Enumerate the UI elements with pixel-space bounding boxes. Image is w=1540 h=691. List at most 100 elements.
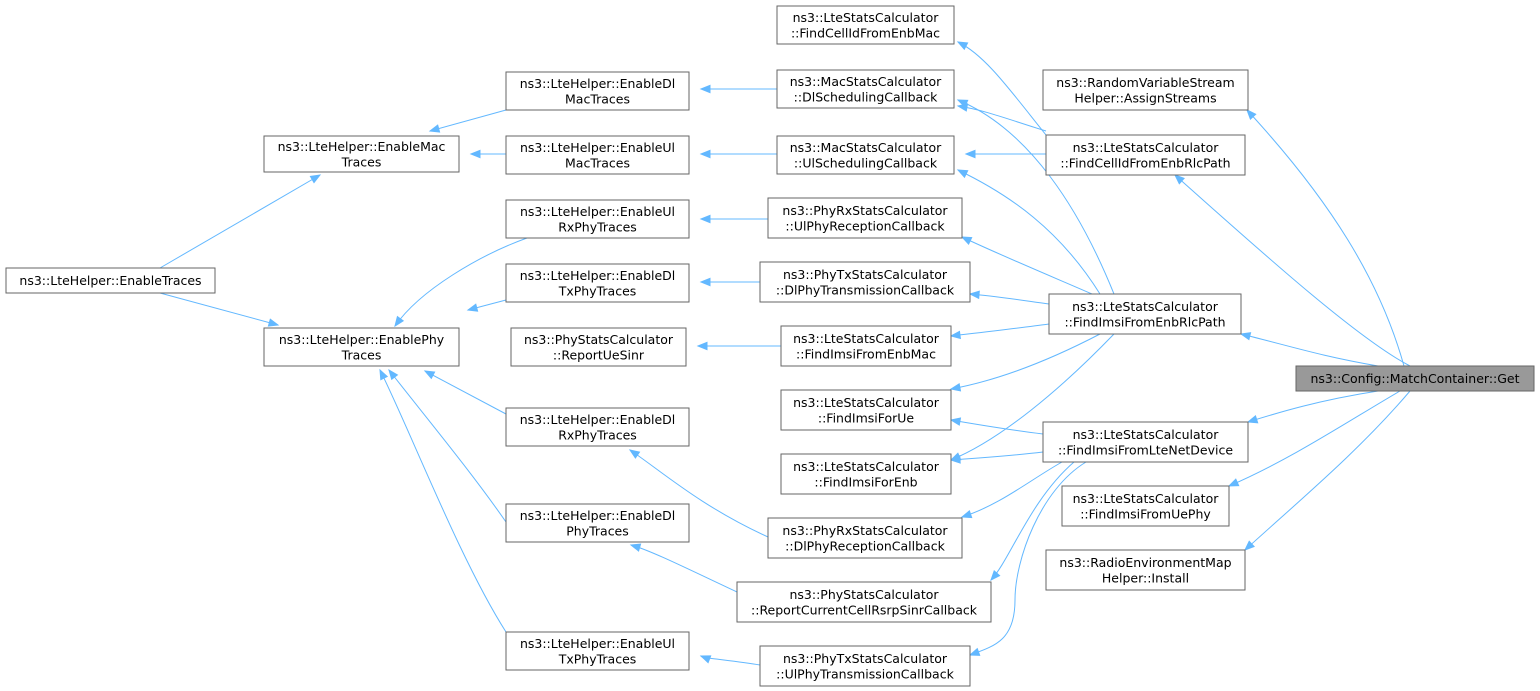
node-box — [263, 135, 460, 173]
arrowhead — [1174, 174, 1185, 185]
arrowhead — [949, 330, 961, 340]
node-findimsienb[interactable]: ns3::LteStatsCalculator::FindImsiForEnb — [780, 453, 952, 495]
edge-line — [969, 461, 1087, 656]
edge-get-to-findcellrlc — [1174, 174, 1411, 367]
node-label-line: ::FindImsiFromEnbRlcPath — [1064, 314, 1225, 329]
node-box — [5, 267, 216, 294]
node-reportrsrp[interactable]: ns3::PhyStatsCalculator::ReportCurrentCe… — [736, 581, 992, 623]
node-box — [505, 199, 690, 239]
node-label-line: ::FindCellIdFromEnbMac — [791, 25, 940, 40]
arrowhead — [1227, 478, 1240, 487]
node-findimsiue[interactable]: ns3::LteStatsCalculator::FindImsiForUe — [780, 389, 952, 431]
nodes-layer: ns3::LteHelper::EnableTracesns3::LteHelp… — [5, 5, 1535, 687]
node-box — [780, 325, 952, 367]
arrowhead — [1246, 415, 1259, 424]
node-dlphytrans[interactable]: ns3::PhyTxStatsCalculator::DlPhyTransmis… — [759, 261, 971, 303]
edge-ulphyrecep-to-enableulrxphy — [699, 214, 768, 224]
arrowhead — [309, 174, 322, 184]
node-box — [776, 69, 955, 109]
edge-findimsimac-to-reportuesinr — [696, 341, 781, 351]
node-label-line: ns3::LteHelper::EnableDl — [520, 412, 676, 427]
arrowhead — [267, 318, 280, 327]
node-findimsimac[interactable]: ns3::LteStatsCalculator::FindImsiFromEnb… — [780, 325, 952, 367]
edge-line — [1244, 390, 1411, 551]
node-label-line: ns3::LteHelper::EnableUl — [520, 204, 675, 219]
node-label-line: ::UlSchedulingCallback — [794, 155, 938, 170]
node-findcellmac[interactable]: ns3::LteStatsCalculator::FindCellIdFromE… — [776, 5, 955, 45]
arrowhead — [423, 370, 436, 380]
node-label-line: ns3::Config::MatchContainer::Get — [1310, 371, 1519, 386]
node-label-line: ::UlPhyTransmissionCallback — [776, 666, 954, 681]
edge-line — [630, 544, 738, 593]
arrowhead — [1244, 540, 1255, 551]
node-findimsirlc[interactable]: ns3::LteStatsCalculator::FindImsiFromEnb… — [1048, 293, 1242, 335]
node-label-line: ns3::RadioEnvironmentMap — [1059, 555, 1231, 570]
arrowhead — [1246, 109, 1257, 120]
arrowhead — [428, 124, 441, 133]
edge-line — [1246, 109, 1405, 367]
node-box — [767, 517, 963, 559]
edge-ulsched-to-enableulmac — [699, 149, 777, 159]
edge-ulphytrans-to-enableultxphy — [699, 655, 761, 666]
arrowhead — [699, 214, 711, 224]
node-label-line: ns3::LteStatsCalculator — [793, 331, 940, 346]
node-findimsilte[interactable]: ns3::LteStatsCalculator::FindImsiFromLte… — [1042, 421, 1249, 463]
node-box — [1042, 69, 1249, 111]
arrowhead — [388, 368, 399, 381]
node-label-line: ns3::PhyStatsCalculator — [789, 587, 939, 602]
node-findimsiuephy[interactable]: ns3::LteStatsCalculator::FindImsiFromUeP… — [1061, 485, 1230, 527]
node-box — [510, 327, 687, 367]
node-label-line: ns3::PhyTxStatsCalculator — [783, 651, 948, 666]
node-ulphytrans[interactable]: ns3::PhyTxStatsCalculator::UlPhyTransmis… — [759, 645, 971, 687]
edge-line — [957, 41, 1047, 136]
edge-dlphyrecep-to-enabledlrxphy — [628, 449, 769, 538]
arrowhead — [629, 543, 642, 552]
edge-get-to-randomstream — [1246, 109, 1405, 367]
node-label-line: RxPhyTraces — [558, 427, 637, 442]
arrowhead — [949, 455, 961, 464]
node-dlphyrecep[interactable]: ns3::PhyRxStatsCalculator::DlPhyReceptio… — [767, 517, 963, 559]
edge-line — [394, 237, 528, 327]
node-label-line: Helper::AssignStreams — [1074, 90, 1216, 105]
node-label-line: TxPhyTraces — [558, 283, 637, 298]
node-label-line: ns3::RandomVariableStream — [1056, 75, 1234, 90]
node-label-line: ::FindImsiForEnb — [814, 474, 917, 489]
node-label-line: ns3::PhyRxStatsCalculator — [782, 203, 948, 218]
node-enabletraces[interactable]: ns3::LteHelper::EnableTraces — [5, 267, 216, 294]
node-ulphyrecep[interactable]: ns3::PhyRxStatsCalculator::UlPhyReceptio… — [767, 197, 963, 239]
node-dlsched[interactable]: ns3::MacStatsCalculator::DlSchedulingCal… — [776, 69, 955, 109]
edge-line — [961, 236, 1093, 295]
node-label-line: ns3::MacStatsCalculator — [790, 74, 942, 89]
arrowhead — [379, 368, 389, 381]
arrowhead — [699, 277, 711, 287]
arrowhead — [964, 149, 976, 159]
node-label-line: ns3::LteStatsCalculator — [1072, 299, 1219, 314]
node-reportuesinr[interactable]: ns3::PhyStatsCalculator::ReportUeSinr — [510, 327, 687, 367]
edge-findimsilte-to-reportrsrp — [990, 461, 1075, 582]
node-randomstream[interactable]: ns3::RandomVariableStreamHelper::AssignS… — [1042, 69, 1249, 111]
node-label-line: ns3::PhyStatsCalculator — [524, 332, 674, 347]
edge-get-to-findimsiuephy — [1227, 390, 1401, 487]
node-label-line: ::FindImsiFromEnbMac — [796, 346, 936, 361]
node-ulsched[interactable]: ns3::MacStatsCalculator::UlSchedulingCal… — [776, 135, 955, 175]
node-box — [1061, 485, 1230, 527]
arrowhead — [960, 236, 973, 245]
edge-enableulmac-to-enablemac — [469, 149, 506, 159]
edge-enablemac-to-enabletraces — [159, 174, 322, 269]
node-findcellrlc[interactable]: ns3::LteStatsCalculator::FindCellIdFromE… — [1045, 134, 1246, 176]
node-label-line: ::DlPhyTransmissionCallback — [776, 282, 955, 297]
edge-line — [159, 174, 321, 269]
edge-line — [1240, 333, 1379, 367]
edge-findimsilte-to-findimsienb — [949, 451, 1044, 464]
edge-line — [429, 109, 507, 132]
